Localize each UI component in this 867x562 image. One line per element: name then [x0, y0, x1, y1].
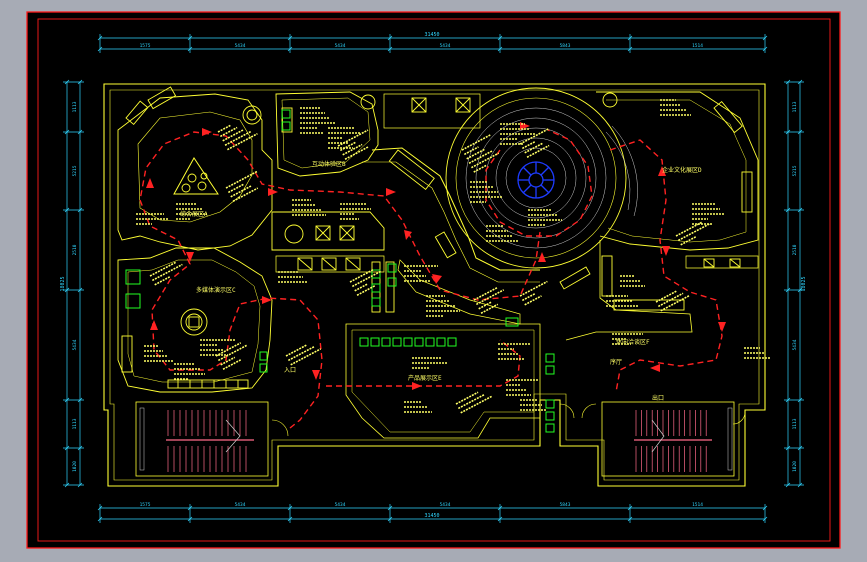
dim-seg-label: 5843 [560, 43, 571, 49]
circular-theater-icon [445, 87, 638, 269]
dim-seg-label: 5434 [235, 502, 246, 508]
dim-seg-label: 5843 [560, 502, 571, 508]
annotation-clusters [136, 99, 770, 414]
room-label-a: 综合展区A [180, 210, 208, 218]
room-label-d: 企业文化展区D [662, 166, 702, 174]
outer-walls [103, 83, 766, 487]
room-label-lobby: 序厅 [610, 358, 622, 366]
outer-frame [26, 11, 841, 549]
dim-seg-label: 1514 [692, 43, 703, 49]
room-label-f: 休闲洽谈区F [616, 338, 650, 346]
dim-seg-label: 5434 [335, 43, 346, 49]
dim-seg-label: 1113 [72, 418, 78, 429]
dim-seg-label: 1113 [72, 101, 78, 112]
stair-icon [139, 407, 733, 472]
dim-seg-label: 5215 [72, 165, 78, 176]
round-table-icon [180, 308, 208, 336]
zone-b [275, 91, 540, 283]
dim-seg-label: 5434 [792, 339, 798, 350]
dim-seg-label: 1113 [792, 101, 798, 112]
dim-seg-label: 1575 [140, 43, 151, 49]
dimension-lines [63, 34, 804, 523]
dim-seg-label: 1113 [792, 418, 798, 429]
dim-seg-label: 5434 [335, 502, 346, 508]
room-label-b: 互动体验区B [312, 160, 346, 168]
dim-seg-label: 5215 [792, 165, 798, 176]
triangle-display [173, 157, 219, 195]
dim-seg-label: 5434 [72, 339, 78, 350]
room-labels: 综合展区A 互动体验区B 多媒体演示区C 企业文化展区D 产品展示区E 休闲洽谈… [180, 160, 702, 402]
dim-seg-label: 1020 [72, 461, 78, 472]
green-display-cases [125, 109, 555, 433]
dim-seg-label: 5434 [440, 43, 451, 49]
dim-left-total: 18025 [60, 276, 66, 291]
dim-right-total: 18025 [801, 276, 807, 291]
dim-seg-label: 1575 [140, 502, 151, 508]
door-icon [271, 403, 746, 437]
room-label-entry: 入口 [284, 367, 296, 374]
dim-seg-label: 2510 [792, 244, 798, 255]
visitor-route [139, 129, 723, 429]
zone-c [117, 211, 591, 393]
zone-a [117, 86, 273, 251]
dim-seg-label: 2510 [72, 244, 78, 255]
dim-bottom-total: 31450 [424, 513, 439, 519]
inner-frame [37, 18, 831, 542]
dim-seg-label: 1514 [692, 502, 703, 508]
room-label-c: 多媒体演示区C [196, 286, 236, 294]
zone-d [565, 91, 759, 341]
room-label-e: 产品展示区E [408, 374, 442, 382]
dimension-labels: 31450 31450 18025 18025 1575 5434 5434 5434… [60, 32, 807, 519]
dim-seg-label: 1020 [792, 461, 798, 472]
dim-seg-label: 5434 [440, 502, 451, 508]
room-label-exit: 出口 [652, 394, 664, 402]
dim-top-total: 31450 [424, 32, 439, 38]
dim-seg-label: 5434 [235, 43, 246, 49]
